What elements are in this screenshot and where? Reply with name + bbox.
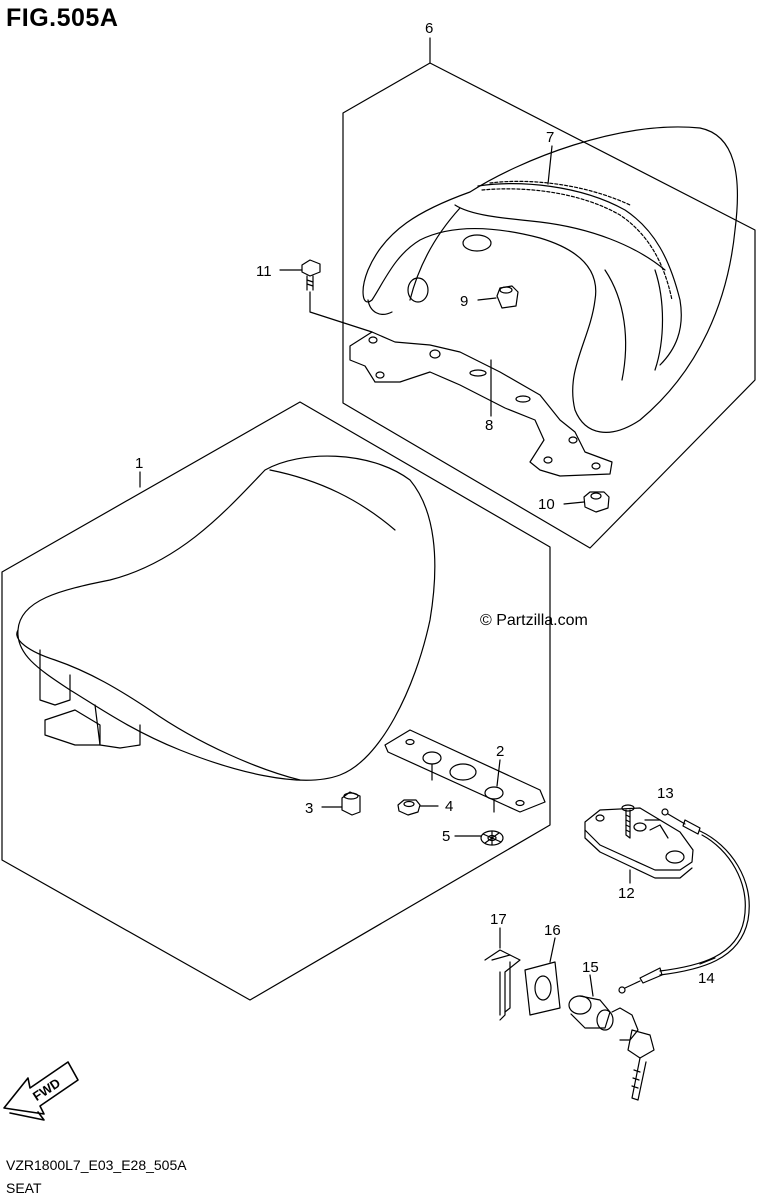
callout-17: 17 bbox=[490, 911, 507, 928]
figure-title: FIG.505A bbox=[6, 4, 119, 32]
callout-5: 5 bbox=[442, 828, 450, 845]
callout-8: 8 bbox=[485, 417, 493, 434]
callout-14: 14 bbox=[698, 970, 715, 987]
fwd-arrow-icon: FWD bbox=[3, 1061, 79, 1121]
plate-16-drawing bbox=[524, 961, 561, 1016]
callout-3: 3 bbox=[305, 800, 313, 817]
cushion-9-drawing bbox=[496, 285, 519, 309]
callout-15: 15 bbox=[582, 959, 599, 976]
callout-7: 7 bbox=[546, 129, 554, 146]
cable-14-drawing bbox=[618, 808, 750, 994]
callout-16: 16 bbox=[544, 922, 561, 939]
callout-12: 12 bbox=[618, 885, 635, 902]
watermark: © Partzilla.com bbox=[480, 612, 588, 629]
front-seat-drawing bbox=[16, 455, 436, 781]
callout-1: 1 bbox=[135, 455, 143, 472]
nut-4-drawing bbox=[397, 799, 421, 816]
clip-17-drawing bbox=[484, 949, 521, 1021]
callout-10: 10 bbox=[538, 496, 555, 513]
callout-4: 4 bbox=[445, 798, 453, 815]
callout-9: 9 bbox=[460, 293, 468, 310]
callout-11: 11 bbox=[256, 263, 272, 280]
rear-seat-drawing bbox=[362, 126, 739, 433]
callout-6: 6 bbox=[425, 20, 433, 37]
lock-cylinder-15-drawing bbox=[568, 995, 655, 1101]
bolt-11-drawing bbox=[301, 259, 373, 333]
washer-5-drawing bbox=[480, 830, 504, 846]
cushion-3-drawing bbox=[341, 791, 361, 816]
diagram-code: VZR1800L7_E03_E28_505A bbox=[6, 1157, 187, 1173]
nut-10-drawing bbox=[583, 491, 610, 513]
leader-lines bbox=[139, 37, 716, 997]
front-seat-group-box bbox=[1, 401, 551, 1001]
front-bracket-drawing bbox=[384, 729, 546, 813]
diagram-caption: SEAT bbox=[6, 1180, 42, 1196]
callout-2: 2 bbox=[496, 743, 504, 760]
screw-13-drawing bbox=[621, 804, 635, 839]
seat-lock-drawing bbox=[584, 807, 694, 879]
rear-bracket-drawing bbox=[349, 331, 613, 477]
callout-13: 13 bbox=[657, 785, 674, 802]
